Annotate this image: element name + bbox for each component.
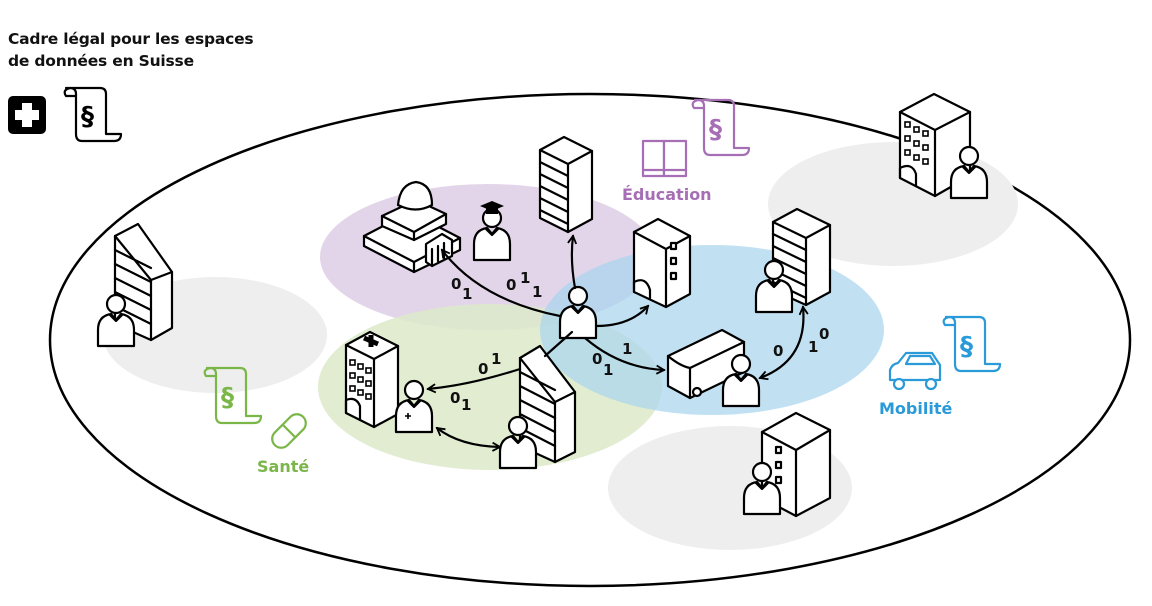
flow-line-to-sloped bbox=[543, 330, 574, 358]
flow-arrow-to-doctor bbox=[428, 367, 522, 389]
sante-law-scroll-icon: § bbox=[203, 366, 263, 425]
bit-label: 1 bbox=[808, 338, 818, 356]
education-law-scroll-icon: § bbox=[691, 98, 751, 157]
flow-arrow-to-university bbox=[442, 250, 562, 318]
swiss-cross-icon bbox=[8, 96, 46, 134]
svg-text:§: § bbox=[221, 383, 234, 413]
bit-label: 0 bbox=[478, 360, 488, 378]
car-icon bbox=[888, 351, 942, 391]
svg-text:§: § bbox=[709, 115, 722, 145]
bit-label: 1 bbox=[622, 340, 632, 358]
pill-icon bbox=[271, 413, 307, 449]
svg-text:§: § bbox=[81, 102, 94, 132]
graduate-person-icon bbox=[472, 201, 512, 262]
bit-label: 1 bbox=[520, 269, 530, 287]
doctor-person-icon bbox=[394, 379, 434, 434]
flow-arrow-doctor-sante bbox=[437, 428, 500, 447]
bit-label: 1 bbox=[603, 361, 613, 379]
book-icon bbox=[641, 139, 688, 178]
svg-text:§: § bbox=[960, 332, 973, 362]
education-label: Éducation bbox=[622, 185, 712, 204]
flow-arrow-to-bus bbox=[583, 336, 664, 370]
bit-label: 0 bbox=[451, 275, 461, 293]
bit-label: 0 bbox=[592, 350, 602, 368]
diagram-title: Cadre légal pour les espaces de données … bbox=[8, 28, 254, 72]
flow-arrow-to-striped-tower bbox=[572, 236, 575, 290]
bit-label: 0 bbox=[506, 276, 516, 294]
hospital-building-icon bbox=[344, 330, 400, 429]
flow-arrow-to-office bbox=[594, 306, 648, 328]
switzerland-boundary bbox=[48, 92, 1132, 588]
bit-label: 1 bbox=[462, 285, 472, 303]
bit-label: 0 bbox=[450, 389, 460, 407]
northeast-building-icon bbox=[898, 92, 972, 198]
striped-tower-icon bbox=[538, 135, 594, 234]
flow-arrow-bus-tower bbox=[760, 307, 803, 378]
bit-label: 1 bbox=[532, 283, 542, 301]
bit-label: 1 bbox=[461, 396, 471, 414]
title-line-1: Cadre légal pour les espaces bbox=[8, 30, 254, 48]
law-scroll-icon: § bbox=[63, 86, 123, 143]
sante-label: Santé bbox=[257, 457, 309, 476]
bit-label: 0 bbox=[819, 325, 829, 343]
bit-label: 1 bbox=[491, 350, 501, 368]
mobilite-law-scroll-icon: § bbox=[942, 315, 1002, 373]
sloped-building-icon bbox=[518, 344, 577, 464]
bit-label: 0 bbox=[773, 342, 783, 360]
title-line-2: de données en Suisse bbox=[8, 52, 194, 70]
office-building-icon bbox=[632, 217, 692, 309]
mobilite-label: Mobilité bbox=[879, 399, 952, 418]
